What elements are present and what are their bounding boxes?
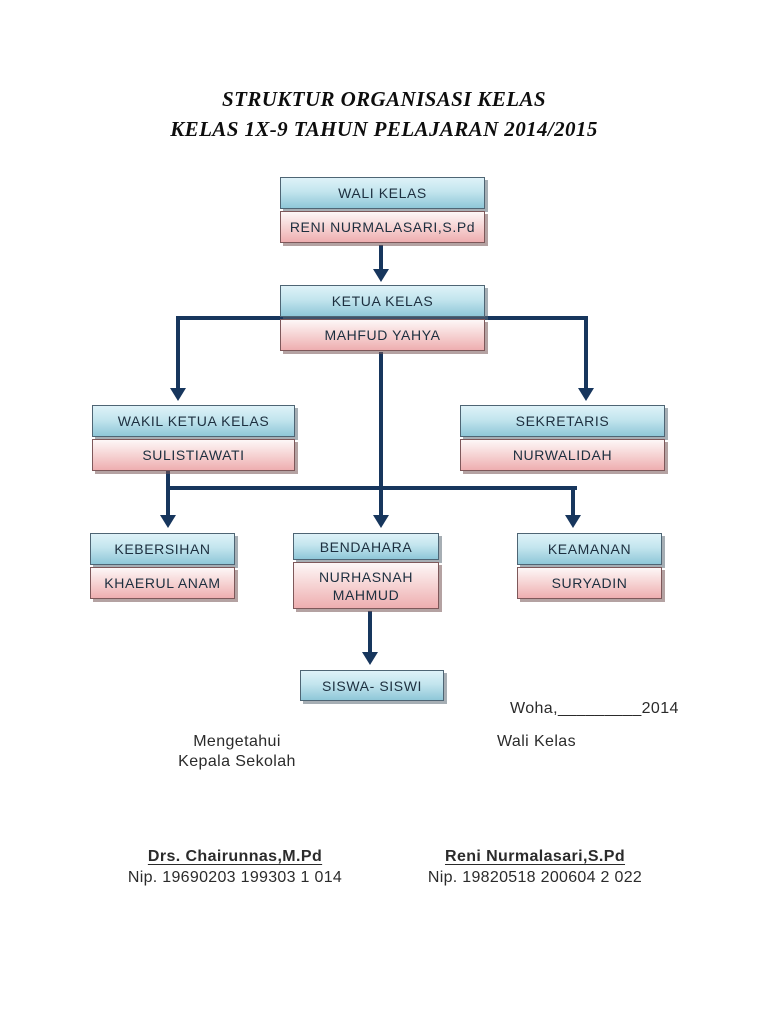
org-node-bendahara: BENDAHARA NURHASNAH MAHMUD (293, 533, 439, 609)
role-label: KETUA KELAS (280, 285, 485, 317)
connector-arrowhead (362, 652, 378, 665)
role-label: SEKRETARIS (460, 405, 665, 437)
org-node-wali-kelas: WALI KELAS RENI NURMALASARI,S.Pd (280, 177, 485, 243)
connector-arrowhead (565, 515, 581, 528)
page-title-line1: STRUKTUR ORGANISASI KELAS (222, 87, 546, 111)
connector-arrowhead (160, 515, 176, 528)
connector-to-sekretaris (584, 316, 588, 388)
person-name: NURWALIDAH (460, 439, 665, 471)
person-name: NURHASNAH MAHMUD (293, 562, 439, 609)
connector-to-kebersihan (166, 471, 170, 515)
connector-arrowhead (170, 388, 186, 401)
left-signature-title-line1: Mengetahui (193, 733, 281, 750)
left-signature-title: Mengetahui Kepala Sekolah (156, 732, 318, 772)
left-signer-name: Drs. Chairunnas,M.Pd (147, 848, 323, 865)
org-node-siswa-siswi: SISWA- SISWI (300, 670, 444, 701)
left-signature-block: Drs. Chairunnas,M.Pd Nip. 19690203 19930… (95, 848, 375, 887)
connector-ketua-down (379, 352, 383, 490)
left-signer-nip: Nip. 19690203 199303 1 014 (127, 869, 343, 886)
role-label: WAKIL KETUA KELAS (92, 405, 295, 437)
connector-to-bendahara (379, 490, 383, 515)
connector-arrowhead (373, 515, 389, 528)
person-name: SULISTIAWATI (92, 439, 295, 471)
role-label: KEAMANAN (517, 533, 662, 565)
role-label: WALI KELAS (280, 177, 485, 209)
connector-branch-upper (176, 316, 588, 320)
person-name: RENI NURMALASARI,S.Pd (280, 211, 485, 243)
place-date-line: Woha,_________2014 (510, 700, 679, 717)
page-title-line2: KELAS 1X-9 TAHUN PELAJARAN 2014/2015 (170, 117, 598, 141)
connector-wali-to-ketua (379, 245, 383, 270)
person-name: KHAERUL ANAM (90, 567, 235, 599)
connector-arrowhead (373, 269, 389, 282)
role-label: BENDAHARA (293, 533, 439, 560)
connector-arrowhead (578, 388, 594, 401)
org-node-keamanan: KEAMANAN SURYADIN (517, 533, 662, 599)
connector-to-siswa (368, 611, 372, 652)
right-signer-nip: Nip. 19820518 200604 2 022 (427, 869, 643, 886)
person-name: SURYADIN (517, 567, 662, 599)
role-label: SISWA- SISWI (300, 670, 444, 701)
org-node-ketua-kelas: KETUA KELAS MAHFUD YAHYA (280, 285, 485, 351)
org-node-kebersihan: KEBERSIHAN KHAERUL ANAM (90, 533, 235, 599)
person-name: MAHFUD YAHYA (280, 319, 485, 351)
right-signature-block: Reni Nurmalasari,S.Pd Nip. 19820518 2006… (395, 848, 675, 887)
left-signature-title-line2: Kepala Sekolah (178, 753, 296, 770)
org-node-sekretaris: SEKRETARIS NURWALIDAH (460, 405, 665, 471)
org-node-wakil-ketua-kelas: WAKIL KETUA KELAS SULISTIAWATI (92, 405, 295, 471)
connector-to-wakil (176, 316, 180, 388)
role-label: KEBERSIHAN (90, 533, 235, 565)
page-title: STRUKTUR ORGANISASI KELAS KELAS 1X-9 TAH… (0, 84, 768, 144)
connector-to-keamanan (571, 486, 575, 515)
right-signer-name: Reni Nurmalasari,S.Pd (444, 848, 626, 865)
connector-branch-lower (166, 486, 577, 490)
right-signature-title: Wali Kelas (497, 733, 576, 750)
